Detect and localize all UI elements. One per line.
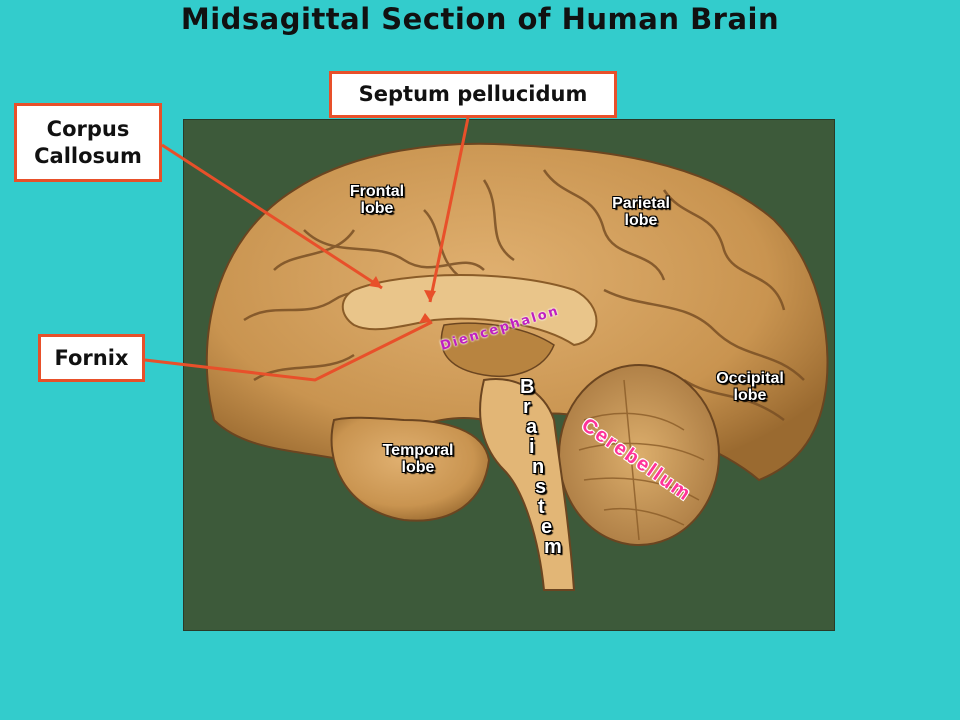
brain-photograph: [183, 119, 835, 631]
brain-illustration: [205, 142, 829, 591]
brainstem-letter: n: [532, 456, 545, 478]
corpus-pointer: [161, 143, 383, 290]
brainstem-letter: i: [529, 436, 535, 458]
page-title: Midsagittal Section of Human Brain: [180, 2, 780, 36]
corpus-callosum-shape: [341, 274, 598, 347]
temporal-lobe-label: Temporal lobe: [382, 442, 454, 476]
septum-pointer: [428, 117, 470, 303]
brainstem-letter: s: [535, 476, 547, 498]
diencephalon-shape: [440, 322, 555, 377]
brainstem-letter: t: [538, 496, 545, 518]
temporal-lobe-shape: [330, 416, 491, 522]
brainstem-letter: a: [526, 416, 538, 438]
fornix-pointer: [144, 320, 433, 382]
parietal-lobe-label: Parietal lobe: [612, 195, 670, 229]
septum-pellucidum-callout: Septum pellucidum: [329, 71, 617, 118]
brainstem-letter: m: [544, 536, 562, 558]
frontal-lobe-label: Frontal lobe: [349, 183, 405, 217]
corpus-callosum-callout: Corpus Callosum: [14, 103, 162, 182]
brainstem-letter: e: [541, 516, 553, 538]
brainstem-letter: r: [523, 396, 531, 418]
brainstem-letter: B: [520, 376, 535, 398]
fornix-callout: Fornix: [38, 334, 145, 382]
brainstem-shape: [479, 378, 576, 591]
occipital-lobe-label: Occipital lobe: [716, 370, 784, 404]
